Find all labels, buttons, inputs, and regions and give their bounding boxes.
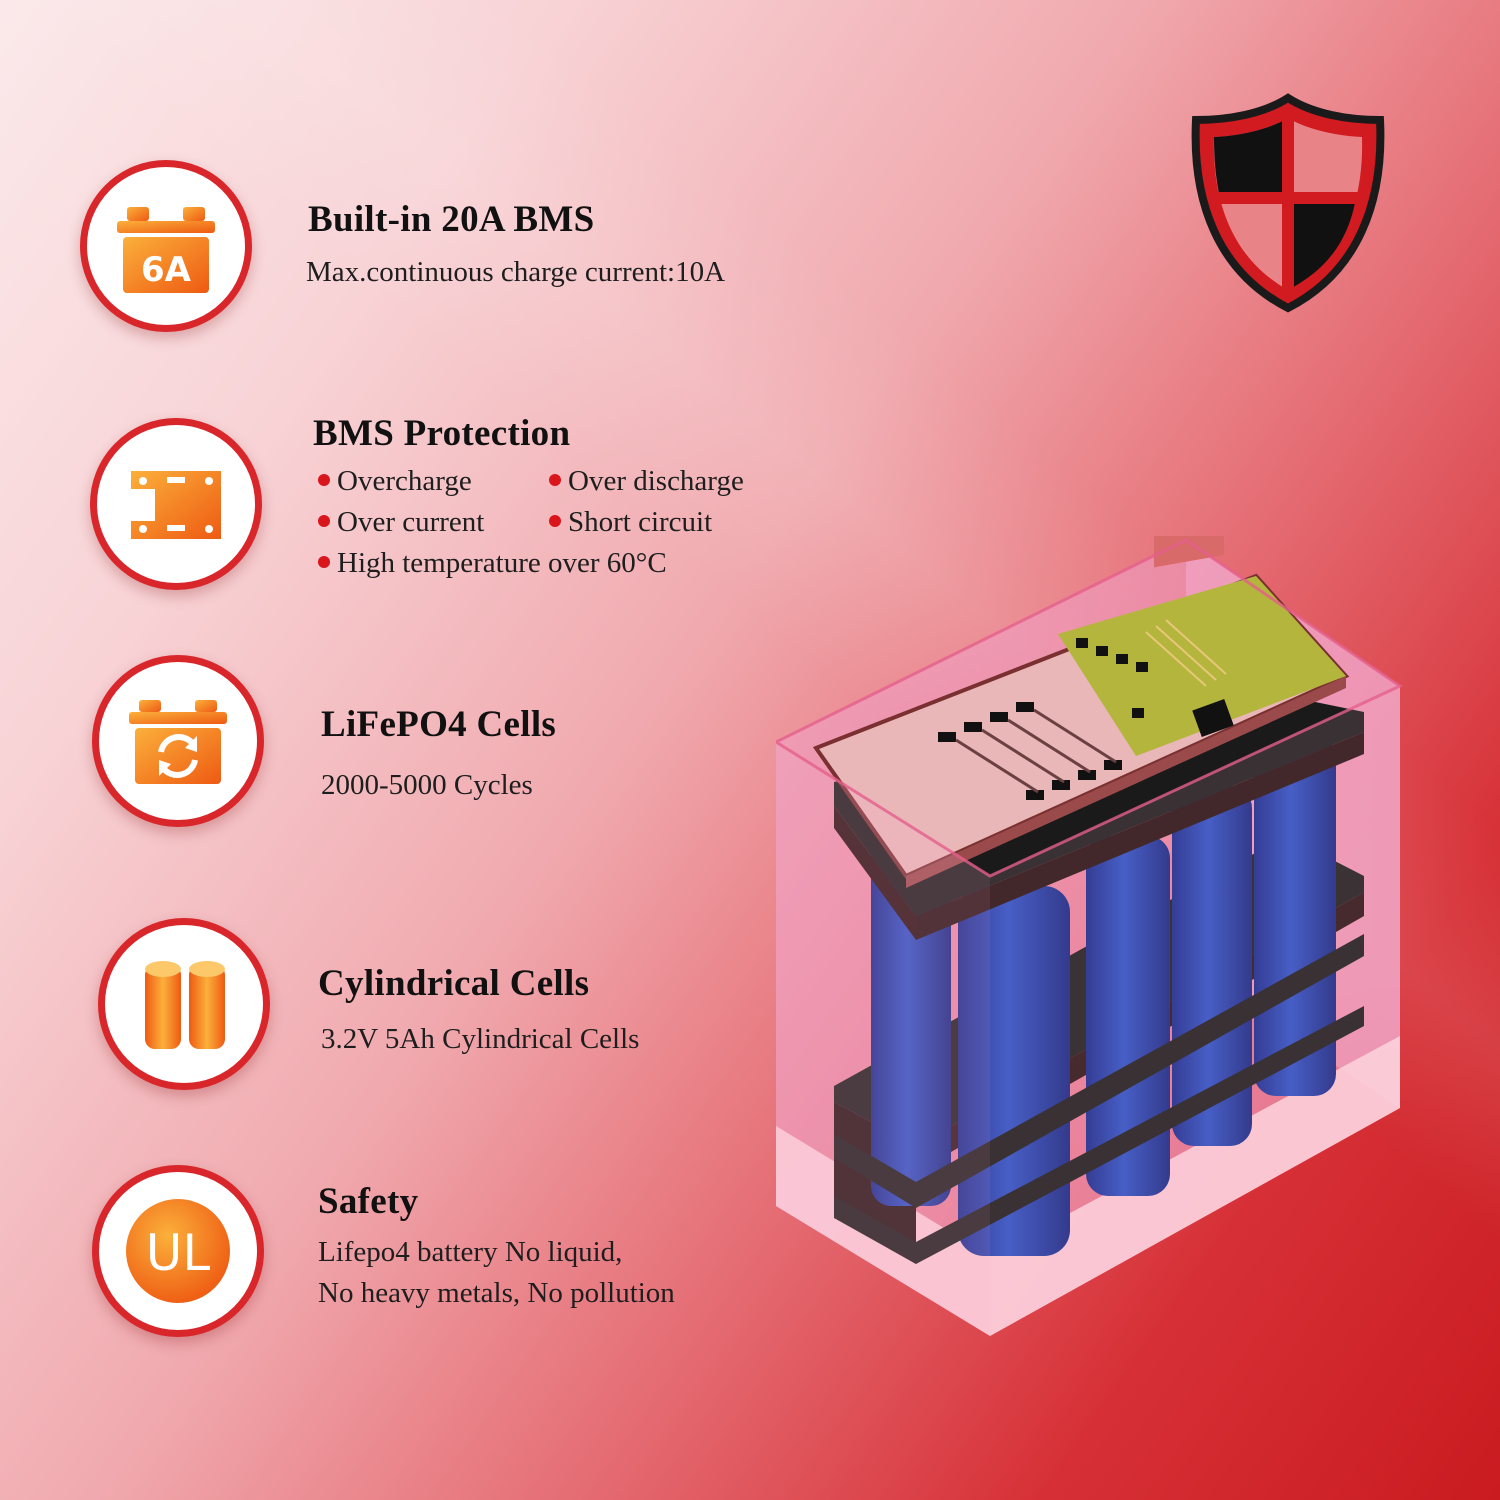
battery-pack-illustration [776,536,1404,1336]
battery-6a-label: 6A [141,250,192,290]
circuit-board-icon [131,471,221,539]
feature-icon-badge-protection [90,418,262,590]
shield-icon [1191,93,1385,313]
protection-bullet-short-circuit: Short circuit [549,506,712,539]
battery-6a-icon: 6A [117,207,215,293]
protection-bullet-over-discharge: Over discharge [549,465,744,498]
feature-desc-cylindrical: 3.2V 5Ah Cylindrical Cells [321,1023,640,1055]
protection-bullet-over-current: Over current [318,506,484,539]
feature-desc-safety-line-1: Lifepo4 battery No liquid, [318,1236,623,1268]
feature-desc-safety-line-2: No heavy metals, No pollution [318,1277,675,1309]
feature-desc-lifepo4: 2000-5000 Cycles [321,769,533,801]
feature-icon-badge-bms: 6A [80,160,252,332]
ul-mark-label: UL [146,1224,211,1282]
feature-title-protection: BMS Protection [313,413,571,454]
bullet-dot [549,474,561,486]
protection-bullet-high-temperature: High temperature over 60°C [318,547,667,580]
bullet-dot [318,474,330,486]
feature-icon-badge-cylindrical [98,918,270,1090]
feature-desc-bms: Max.continuous charge current:10A [306,256,726,288]
ul-certification-icon: UL [126,1199,230,1303]
feature-title-bms: Built-in 20A BMS [308,199,595,240]
battery-recycle-icon [129,700,227,784]
feature-title-safety: Safety [318,1181,419,1222]
cylindrical-cells-icon [145,961,225,1049]
bullet-dot [318,556,330,568]
feature-icon-badge-lifepo4 [92,655,264,827]
bullet-dot [318,515,330,527]
feature-icon-badge-safety: UL [92,1165,264,1337]
feature-title-cylindrical: Cylindrical Cells [318,963,590,1004]
feature-title-lifepo4: LiFePO4 Cells [321,704,557,745]
bullet-dot [549,515,561,527]
battery-cell [1172,786,1252,1146]
protection-bullet-overcharge: Overcharge [318,465,472,498]
battery-cell [1086,836,1170,1196]
